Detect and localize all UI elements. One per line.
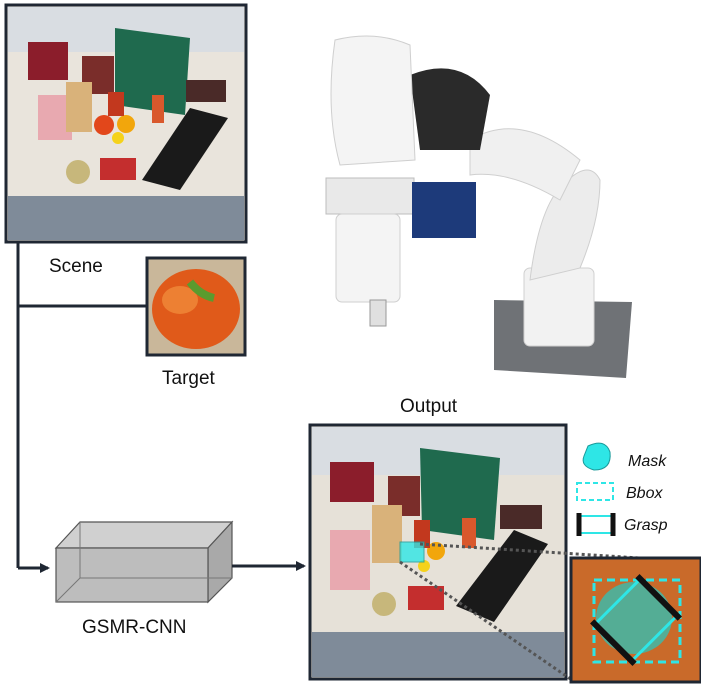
bbox-icon: [576, 482, 614, 501]
legend-grasp-label: Grasp: [624, 517, 668, 534]
scene-image: [4, 3, 248, 244]
mask-icon: [582, 442, 611, 471]
target-image: [145, 256, 247, 357]
scene-label: Scene: [49, 256, 103, 277]
gsmr-cnn-box: [54, 520, 234, 604]
legend-bbox-label: Bbox: [626, 485, 663, 502]
target-label: Target: [162, 368, 216, 389]
grasp-icon: [576, 513, 616, 536]
connectors: [16, 242, 306, 573]
zoom-line-bottom: [399, 560, 573, 682]
output-label: Output: [400, 396, 458, 417]
output-image: [308, 423, 568, 681]
model-label: GSMR-CNN: [82, 617, 187, 638]
zoom-inset: [569, 556, 701, 684]
legend-mask-label: Mask: [628, 453, 667, 470]
robot-arm-image: [325, 35, 632, 378]
legend: Mask Bbox Grasp: [576, 442, 668, 536]
